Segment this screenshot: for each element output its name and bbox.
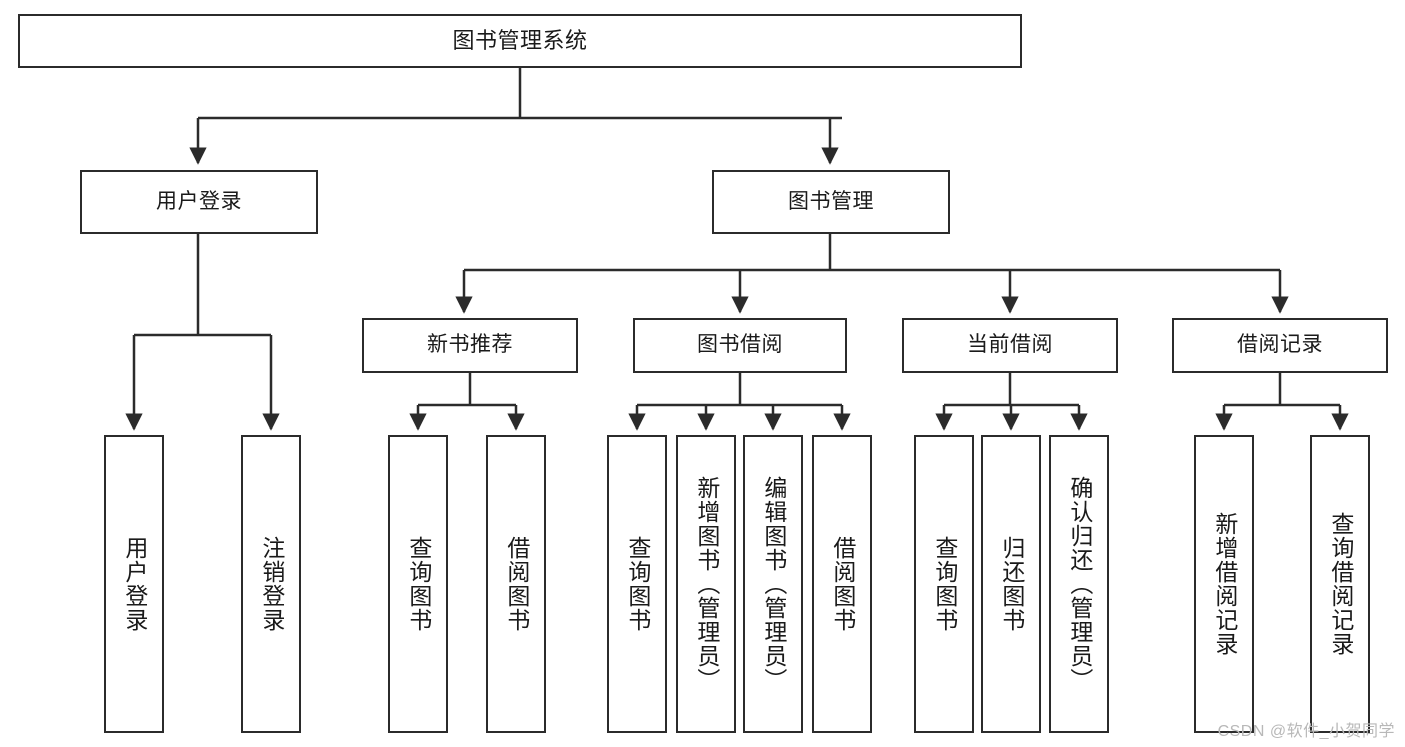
node-leaf-confirm-return-label: 确认归还（管理员） bbox=[1066, 476, 1093, 692]
node-user-login[interactable]: 用户登录 bbox=[80, 170, 318, 234]
node-borrow-record[interactable]: 借阅记录 bbox=[1172, 318, 1388, 373]
node-book-manage-label: 图书管理 bbox=[788, 189, 874, 213]
node-leaf-edit-book-label: 编辑图书（管理员） bbox=[760, 476, 787, 692]
node-leaf-logout-login[interactable]: 注销登录 bbox=[241, 435, 301, 733]
node-leaf-borrow-book-1[interactable]: 借阅图书 bbox=[486, 435, 546, 733]
node-leaf-add-book[interactable]: 新增图书（管理员） bbox=[676, 435, 736, 733]
node-book-borrow-label: 图书借阅 bbox=[697, 333, 783, 357]
node-new-book-recommend[interactable]: 新书推荐 bbox=[362, 318, 578, 373]
node-current-borrow-label: 当前借阅 bbox=[967, 333, 1053, 357]
csdn-watermark: CSDN @软件_小贺同学 bbox=[1217, 723, 1395, 740]
node-root[interactable]: 图书管理系统 bbox=[18, 14, 1022, 68]
node-leaf-user-login[interactable]: 用户登录 bbox=[104, 435, 164, 733]
node-leaf-query-book-2-label: 查询图书 bbox=[624, 536, 651, 632]
node-leaf-query-book-3[interactable]: 查询图书 bbox=[914, 435, 974, 733]
node-leaf-return-book-label: 归还图书 bbox=[998, 536, 1025, 632]
node-leaf-add-record[interactable]: 新增借阅记录 bbox=[1194, 435, 1254, 733]
node-book-manage[interactable]: 图书管理 bbox=[712, 170, 950, 234]
node-leaf-borrow-book-2[interactable]: 借阅图书 bbox=[812, 435, 872, 733]
node-new-book-recommend-label: 新书推荐 bbox=[427, 333, 513, 357]
node-leaf-query-book-2[interactable]: 查询图书 bbox=[607, 435, 667, 733]
node-user-login-label: 用户登录 bbox=[156, 189, 242, 213]
node-leaf-query-record-label: 查询借阅记录 bbox=[1327, 512, 1354, 656]
node-leaf-borrow-book-2-label: 借阅图书 bbox=[829, 536, 856, 632]
node-leaf-add-book-label: 新增图书（管理员） bbox=[693, 476, 720, 692]
node-leaf-logout-login-label: 注销登录 bbox=[258, 536, 285, 632]
node-leaf-edit-book[interactable]: 编辑图书（管理员） bbox=[743, 435, 803, 733]
node-root-label: 图书管理系统 bbox=[452, 28, 588, 54]
node-current-borrow[interactable]: 当前借阅 bbox=[902, 318, 1118, 373]
node-leaf-user-login-label: 用户登录 bbox=[121, 536, 148, 632]
node-leaf-confirm-return[interactable]: 确认归还（管理员） bbox=[1049, 435, 1109, 733]
node-leaf-borrow-book-1-label: 借阅图书 bbox=[503, 536, 530, 632]
node-leaf-query-book-1[interactable]: 查询图书 bbox=[388, 435, 448, 733]
node-leaf-query-record[interactable]: 查询借阅记录 bbox=[1310, 435, 1370, 733]
node-leaf-add-record-label: 新增借阅记录 bbox=[1211, 512, 1238, 656]
node-borrow-record-label: 借阅记录 bbox=[1237, 333, 1323, 357]
node-leaf-return-book[interactable]: 归还图书 bbox=[981, 435, 1041, 733]
node-leaf-query-book-1-label: 查询图书 bbox=[405, 536, 432, 632]
node-leaf-query-book-3-label: 查询图书 bbox=[931, 536, 958, 632]
node-book-borrow[interactable]: 图书借阅 bbox=[633, 318, 847, 373]
